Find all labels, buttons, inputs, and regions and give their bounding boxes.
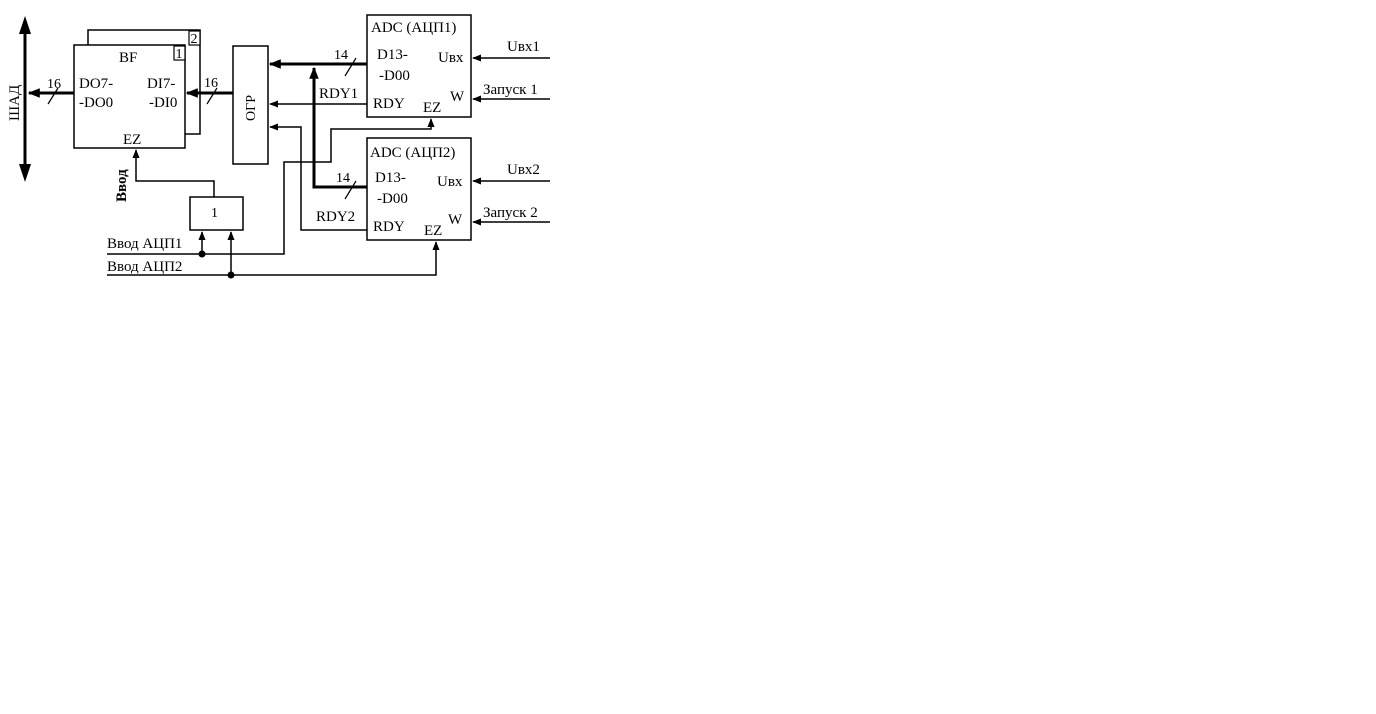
adc1-ready-signal: RDY1: [319, 86, 358, 102]
adc2-data-pin-2: -D00: [377, 191, 408, 207]
adc1-block: [366, 14, 472, 118]
adc1-input-pin: Uвх: [438, 50, 464, 66]
adc2-block: [366, 137, 472, 241]
read-adc2-line: [107, 241, 440, 276]
adc2-ready-pin: RDY: [373, 219, 405, 235]
buffer-index-front: 1: [176, 47, 183, 62]
ogr-width-slash: [206, 87, 218, 105]
or-gate: [189, 196, 244, 231]
adc2-start-signal: Запуск 2: [483, 205, 538, 221]
adc2-input-pin: Uвх: [437, 174, 463, 190]
ogr-block: [232, 45, 269, 165]
adc2-width-slash: [344, 180, 357, 200]
bus-width-label: 16: [47, 77, 61, 92]
adc2-width-label: 14: [336, 171, 350, 186]
buffer-in-pin-1: DI7-: [147, 76, 175, 92]
read-adc2-junction: [227, 271, 235, 279]
adc2-ready-line: [269, 123, 367, 231]
adc1-width-slash: [344, 57, 357, 77]
buffer-enable-pin: EZ: [123, 132, 141, 148]
adc2-data-line: [309, 66, 367, 189]
ogr-label: ОГР: [244, 95, 259, 121]
buffer-index-back: 2: [191, 32, 198, 47]
read-adc1-label: Ввод АЦП1: [107, 236, 182, 252]
adc1-enable-pin: EZ: [423, 100, 441, 116]
adc1-write-pin: W: [450, 89, 465, 105]
buffer-out-pin-2: -DO0: [79, 95, 113, 111]
adc1-start-signal: Запуск 1: [483, 82, 538, 98]
read-adc2-label: Ввод АЦП2: [107, 259, 182, 275]
adc2-title: ADC (АЦП2): [370, 145, 455, 161]
buffer-enable-signal: Ввод: [114, 169, 130, 202]
read-adc1-junction: [198, 250, 206, 258]
buffer-out-pin-1: DO7-: [79, 76, 113, 92]
adc2-enable-pin: EZ: [424, 223, 442, 239]
bus-label: ШАД: [7, 85, 23, 121]
or-gate-label: 1: [211, 206, 218, 221]
buffer-front: [73, 44, 186, 149]
adc2-data-pin-1: D13-: [375, 170, 406, 186]
buffer-index-front-box: [173, 45, 186, 61]
buffer-enable-line: [132, 149, 215, 197]
buffer-label: BF: [119, 50, 137, 66]
buffer-index-back-box: [188, 30, 201, 46]
bus-width-slash: [47, 87, 59, 105]
system-bus: [19, 16, 31, 182]
adc1-data-pin-2: -D00: [379, 68, 410, 84]
adc2-ready-signal: RDY2: [316, 209, 355, 225]
read-adc1-line: [107, 118, 435, 255]
adc2-write-pin: W: [448, 212, 463, 228]
adc1-ready-pin: RDY: [373, 96, 405, 112]
ogr-width-label: 16: [204, 76, 218, 91]
buffer-in-pin-2: -DI0: [149, 95, 177, 111]
adc1-width-label: 14: [334, 48, 348, 63]
adc1-data-pin-1: D13-: [377, 47, 408, 63]
adc2-input-signal: Uвх2: [507, 162, 540, 178]
adc1-title: ADC (АЦП1): [371, 20, 456, 36]
adc1-input-signal: Uвх1: [507, 39, 540, 55]
